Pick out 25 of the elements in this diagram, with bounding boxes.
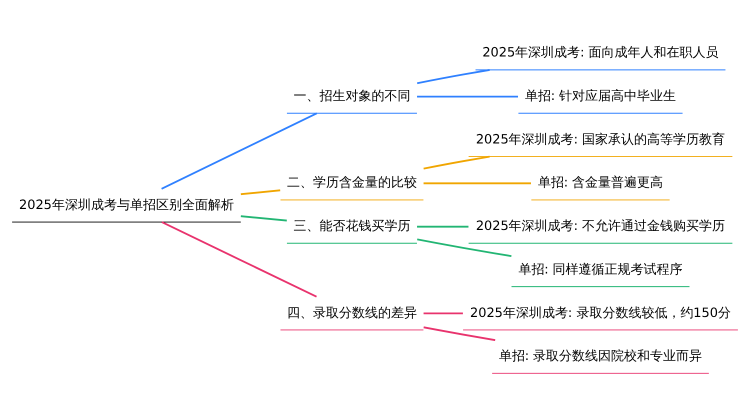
- node-text: 三、能否花钱买学历: [293, 219, 410, 234]
- node-text: 2025年深圳成考与单招区别全面解析: [19, 198, 234, 213]
- connector: [417, 238, 512, 258]
- connector: [417, 96, 518, 98]
- node-text: 一、招生对象的不同: [293, 89, 410, 104]
- node-text: 单招: 含金量普遍更高: [538, 176, 664, 191]
- connector: [417, 226, 468, 228]
- node-text: 二、学历含金量的比较: [286, 176, 417, 191]
- node-text: 四、录取分数线的差异: [286, 306, 417, 321]
- connector: [161, 112, 318, 190]
- connector: [424, 182, 531, 184]
- node-text: 2025年深圳成考: 面向成年人和在职人员: [482, 46, 719, 61]
- connector: [424, 312, 463, 314]
- connector: [417, 69, 490, 84]
- connector: [423, 156, 490, 170]
- connector: [161, 221, 317, 298]
- node-text: 单招: 录取分数线因院校和专业而异: [498, 349, 702, 364]
- node-text: 单招: 同样遵循正规考试程序: [518, 262, 683, 278]
- node-text: 2025年深圳成考: 不允许通过金钱购买学历: [476, 219, 726, 234]
- connector: [240, 189, 280, 196]
- node-text: 2025年深圳成考: 国家承认的高等学历教育: [476, 132, 726, 148]
- node-text: 2025年深圳成考: 录取分数线较低，约150分: [470, 306, 731, 321]
- node-text: 单招: 针对应届高中毕业生: [524, 89, 676, 104]
- connector: [240, 215, 287, 222]
- connector: [423, 326, 496, 342]
